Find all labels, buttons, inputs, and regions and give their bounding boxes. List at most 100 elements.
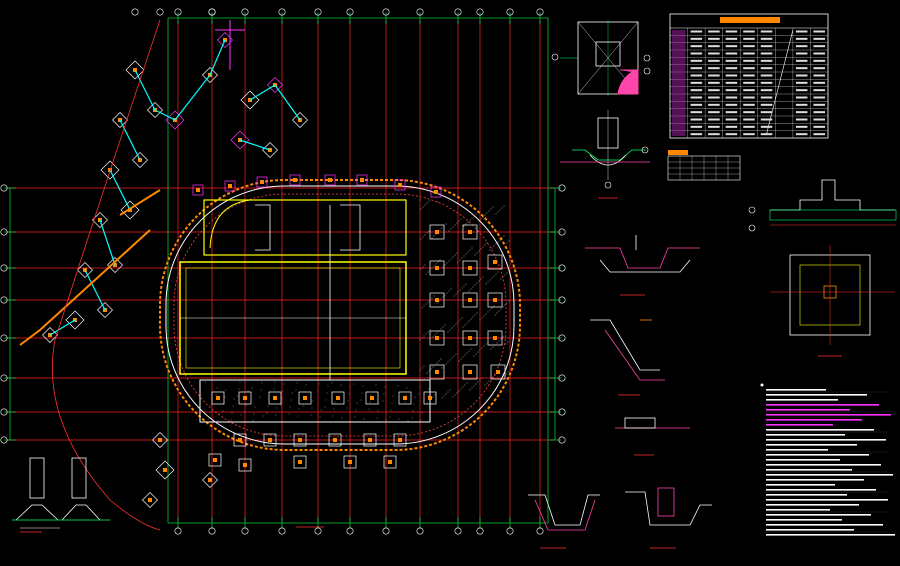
notes-line (766, 439, 886, 441)
stipple-dot (452, 256, 454, 258)
table-cell-text (795, 103, 808, 106)
stipple-dot (463, 225, 465, 227)
stipple-dot (413, 403, 415, 405)
stipple-dot (280, 404, 282, 406)
stipple-dot (492, 206, 494, 208)
stipple-dot (273, 388, 275, 390)
notes-line (766, 519, 842, 521)
stipple-dot (466, 322, 468, 324)
stipple-dot (428, 200, 430, 202)
stipple-dot (420, 238, 422, 240)
notes-line (766, 419, 862, 421)
stipple-dot (420, 208, 422, 210)
stipple-dot (455, 323, 457, 325)
pile-core (435, 336, 439, 340)
stipple-dot (325, 399, 327, 401)
table-cell-text (725, 89, 738, 92)
stipple-dot (487, 311, 489, 313)
wing-pile-cap (120, 200, 140, 220)
stipple-dot (319, 416, 321, 418)
stipple-dot (423, 305, 425, 307)
table-cell-text (743, 74, 755, 77)
stipple-dot (436, 302, 438, 304)
axis-bubble (174, 8, 182, 16)
plan-dimension-frame (9, 17, 556, 524)
stipple-dot (437, 201, 439, 203)
stipple-dot (375, 384, 377, 386)
stipple-dot (324, 406, 326, 408)
stipple-dot (419, 369, 421, 371)
pile-cap-detail-top (551, 20, 651, 96)
stipple-dot (426, 232, 428, 234)
table-cell-text (708, 74, 720, 77)
stipple-dot (493, 275, 495, 277)
stipple-dot (493, 305, 495, 307)
stipple-dot (334, 401, 336, 403)
stipple-dot (282, 390, 284, 392)
stipple-dot (500, 338, 502, 340)
wing-pile-core (148, 498, 152, 502)
axis-bubble (0, 228, 8, 236)
table-cell-text (743, 118, 755, 121)
pile-cap (429, 260, 445, 276)
pile-core (370, 396, 374, 400)
stipple-dot (428, 230, 430, 232)
pile-cap (293, 433, 307, 447)
playing-field (179, 199, 431, 423)
pile-cap (487, 254, 503, 270)
stipple-dot (462, 356, 464, 358)
wing-pile-cap (230, 130, 250, 150)
stipple-dot (209, 411, 211, 413)
stipple-dot (444, 324, 446, 326)
stipple-dot (204, 381, 206, 383)
pile-cap (462, 292, 478, 308)
stipple-dot (291, 392, 293, 394)
stipple-dot (468, 350, 470, 352)
table-cell-text (725, 45, 738, 48)
stipple-dot (502, 306, 504, 308)
table-cell-text (743, 96, 755, 99)
table-cell-text (813, 103, 825, 106)
stipple-dot (467, 221, 469, 223)
stipple-dot (463, 285, 465, 287)
stipple-dot (503, 205, 505, 207)
stipple-dot (448, 290, 450, 292)
table-cell-text (760, 59, 773, 62)
axis-bubble (346, 527, 354, 535)
stipple-dot (370, 394, 372, 396)
table-cell-text (708, 118, 720, 121)
table-cell-text (708, 89, 720, 92)
axis-bubble (278, 527, 286, 535)
stipple-dot (491, 307, 493, 309)
stipple-dot (419, 386, 421, 388)
table-cell-text (708, 59, 720, 62)
table-cell-text (795, 59, 808, 62)
stipple-dot (296, 382, 298, 384)
stipple-dot (474, 314, 476, 316)
stipple-dot (425, 303, 427, 305)
wing-beam (119, 119, 141, 161)
notes-line (766, 474, 893, 476)
stipple-dot (462, 386, 464, 388)
left-wing-building (19, 20, 308, 508)
stipple-dot (502, 336, 504, 338)
stipple-dot (431, 267, 433, 269)
stipple-dot (468, 320, 470, 322)
table-cell-text (795, 96, 808, 99)
stipple-dot (457, 291, 459, 293)
pile-cap (238, 391, 252, 405)
stipple-dot (404, 401, 406, 403)
small-schedule-table (667, 150, 741, 181)
stipple-dot (421, 307, 423, 309)
table-cell-text (760, 118, 773, 121)
stipple-dot (436, 362, 438, 364)
wing-pile-cap (155, 460, 175, 480)
stipple-dot (498, 340, 500, 342)
stipple-dot (495, 273, 497, 275)
stipple-dot (283, 383, 285, 385)
pile-cap (393, 433, 407, 447)
stipple-dot (448, 260, 450, 262)
table-highlight (672, 30, 686, 136)
wing-brace (119, 189, 161, 216)
stipple-dot (495, 243, 497, 245)
